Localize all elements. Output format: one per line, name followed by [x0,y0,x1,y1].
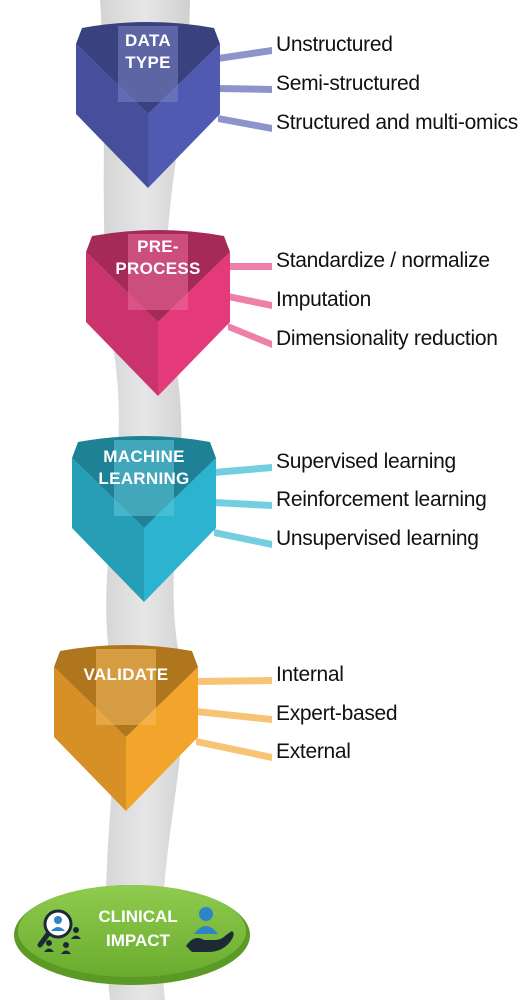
connector-line [196,738,272,761]
stage-item: Semi-structured [276,72,420,95]
label-panel [96,649,156,725]
label-panel [118,26,178,102]
stage-machine-learning [72,436,272,602]
stage-item: Standardize / normalize [276,249,490,272]
chevron-right-face [148,44,220,188]
stage-validate [54,645,272,811]
chevron-right-face [158,252,230,396]
connector-line [214,529,272,548]
connector-line [214,499,272,509]
connector-line [218,85,272,93]
stage-title-line: PRE- [137,237,179,256]
chevron-left-face [86,252,158,396]
stage-title-pre-process: PRE- PROCESS [98,236,218,280]
stage-title-line: DATA [125,31,171,50]
chevron-right-face [144,458,216,602]
stage-title-line: VALIDATE [83,665,169,684]
stage-title-validate: VALIDATE [66,664,186,686]
stage-item: Internal [276,663,344,686]
chevron-left-face [54,667,126,811]
label-panel [128,234,188,310]
stage-title-line: TYPE [125,53,171,72]
stage-item: Imputation [276,288,372,311]
hand-person-icon [186,907,234,952]
clinical-impact-line-2: IMPACT [106,931,170,950]
stage-pre-process [86,230,272,396]
magnifier-people-icon [37,909,81,954]
stage-item: Unsupervised learning [276,527,479,550]
connector-line [218,115,272,132]
clinical-impact-line-1: CLINICAL [98,907,178,926]
stage-item: Expert-based [276,702,398,725]
stage-title-line: PROCESS [115,259,201,278]
stage-title-line: LEARNING [98,469,190,488]
stage-title-line: MACHINE [103,447,185,466]
stage-item: Reinforcement learning [276,488,487,511]
stage-item: Unstructured [276,33,393,56]
clinical-impact-label: CLINICAL IMPACT [88,905,188,953]
stage-title-machine-learning: MACHINE LEARNING [84,446,204,490]
stage-item: External [276,740,351,763]
connector-line [228,293,272,309]
chevron-left-face [72,458,144,602]
chevron-left-face [76,44,148,188]
label-panel [114,440,174,516]
connector-line [196,708,272,723]
stage-item: Structured and multi-omics [276,111,518,134]
connector-line [228,263,272,270]
connector-line [196,677,272,685]
chevron-right-face [126,667,198,811]
connector-line [218,47,272,62]
stage-item: Dimensionality reduction [276,327,498,350]
connector-line [228,323,272,348]
connector-line [214,464,272,476]
clinical-impact-badge [14,885,250,985]
stage-item: Supervised learning [276,450,456,473]
stage-title-data-type: DATA TYPE [88,30,208,74]
stage-data-type [76,22,272,188]
